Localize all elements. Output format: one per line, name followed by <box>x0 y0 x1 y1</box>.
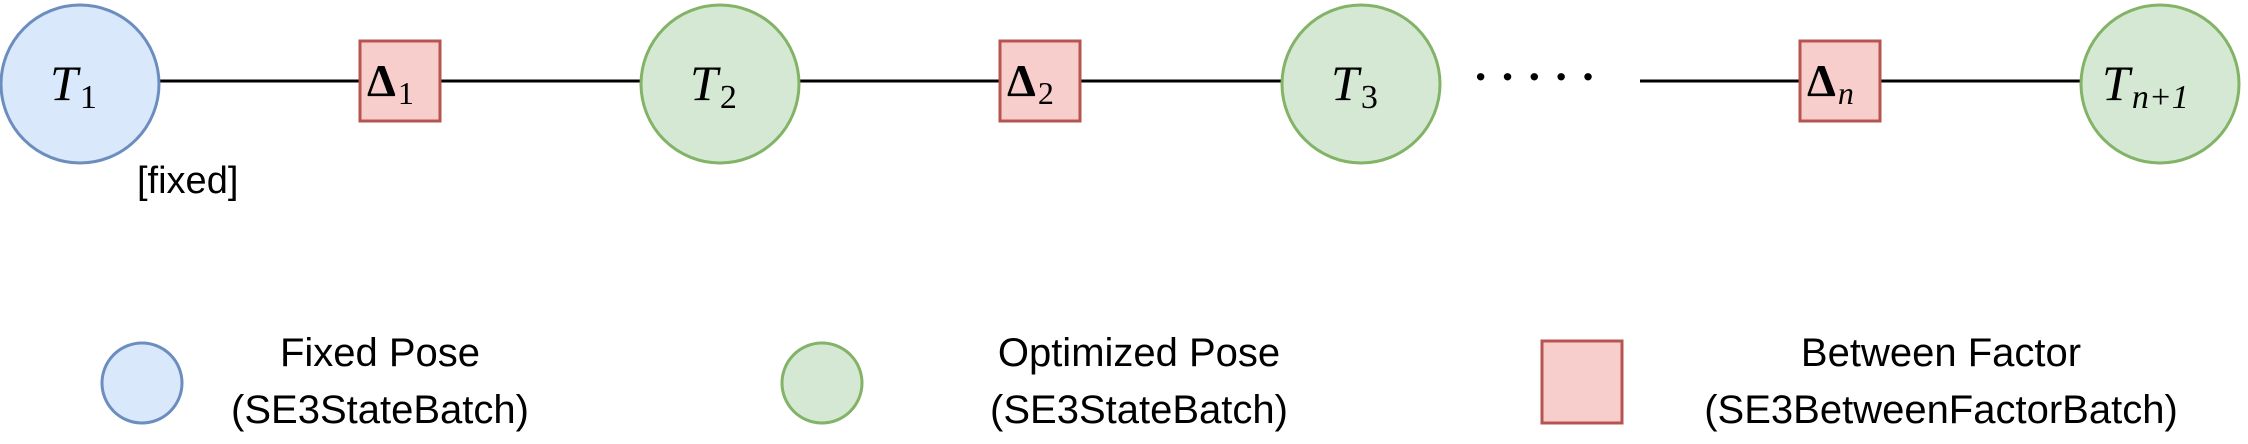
legend-item-fixed-pose: Fixed Pose (SE3StateBatch) <box>100 331 529 432</box>
legend-optimized-pose-type: (SE3StateBatch) <box>990 388 1288 432</box>
pose-node-t3: T3 <box>1280 3 1442 165</box>
legend-item-between-factor: Between Factor (SE3BetweenFactorBatch) <box>1540 331 2178 432</box>
legend-between-factor-swatch <box>1540 339 1624 425</box>
pose-node-tn1-circle <box>2079 3 2241 165</box>
factor-delta1-label: Δ1 <box>367 55 414 111</box>
factor-delta2: Δ2 <box>998 39 1082 123</box>
legend-item-optimized-pose: Optimized Pose (SE3StateBatch) <box>780 331 1288 432</box>
factor-deltan-box <box>1798 39 1882 123</box>
legend-between-factor-title: Between Factor <box>1801 331 2081 375</box>
pose-node-t2: T2 <box>639 3 801 165</box>
legend-fixed-pose-type: (SE3StateBatch) <box>231 388 529 432</box>
legend-between-factor-type: (SE3BetweenFactorBatch) <box>1704 388 2178 432</box>
pose-node-t1-circle <box>0 3 161 165</box>
factor-delta2-box <box>998 39 1082 123</box>
chain-ellipsis: · · · · · <box>1473 51 1596 102</box>
legend-fixed-pose-swatch <box>100 341 184 425</box>
pose-node-t1-label: T1 <box>50 55 97 116</box>
legend: Fixed Pose (SE3StateBatch) Optimized Pos… <box>100 331 2178 432</box>
pose-node-t3-circle <box>1280 3 1442 165</box>
pose-node-t3-label: T3 <box>1331 55 1378 116</box>
legend-fixed-pose-title: Fixed Pose <box>280 331 480 375</box>
pose-node-tn1-label: Tn+1 <box>2102 55 2189 116</box>
pose-node-t2-label: T2 <box>690 55 737 116</box>
pose-node-t1: T1 <box>0 3 161 165</box>
factor-deltan: Δn <box>1798 39 1882 123</box>
legend-optimized-pose-swatch <box>780 341 864 425</box>
factor-delta1: Δ1 <box>358 39 442 123</box>
pose-node-tn1: Tn+1 <box>2079 3 2241 165</box>
factor-delta1-box <box>358 39 442 123</box>
factor-delta2-label: Δ2 <box>1007 55 1054 111</box>
fixed-label: [fixed] <box>137 160 238 202</box>
legend-optimized-pose-title: Optimized Pose <box>998 331 1280 375</box>
pose-node-t2-circle <box>639 3 801 165</box>
factor-deltan-label: Δn <box>1807 55 1854 111</box>
